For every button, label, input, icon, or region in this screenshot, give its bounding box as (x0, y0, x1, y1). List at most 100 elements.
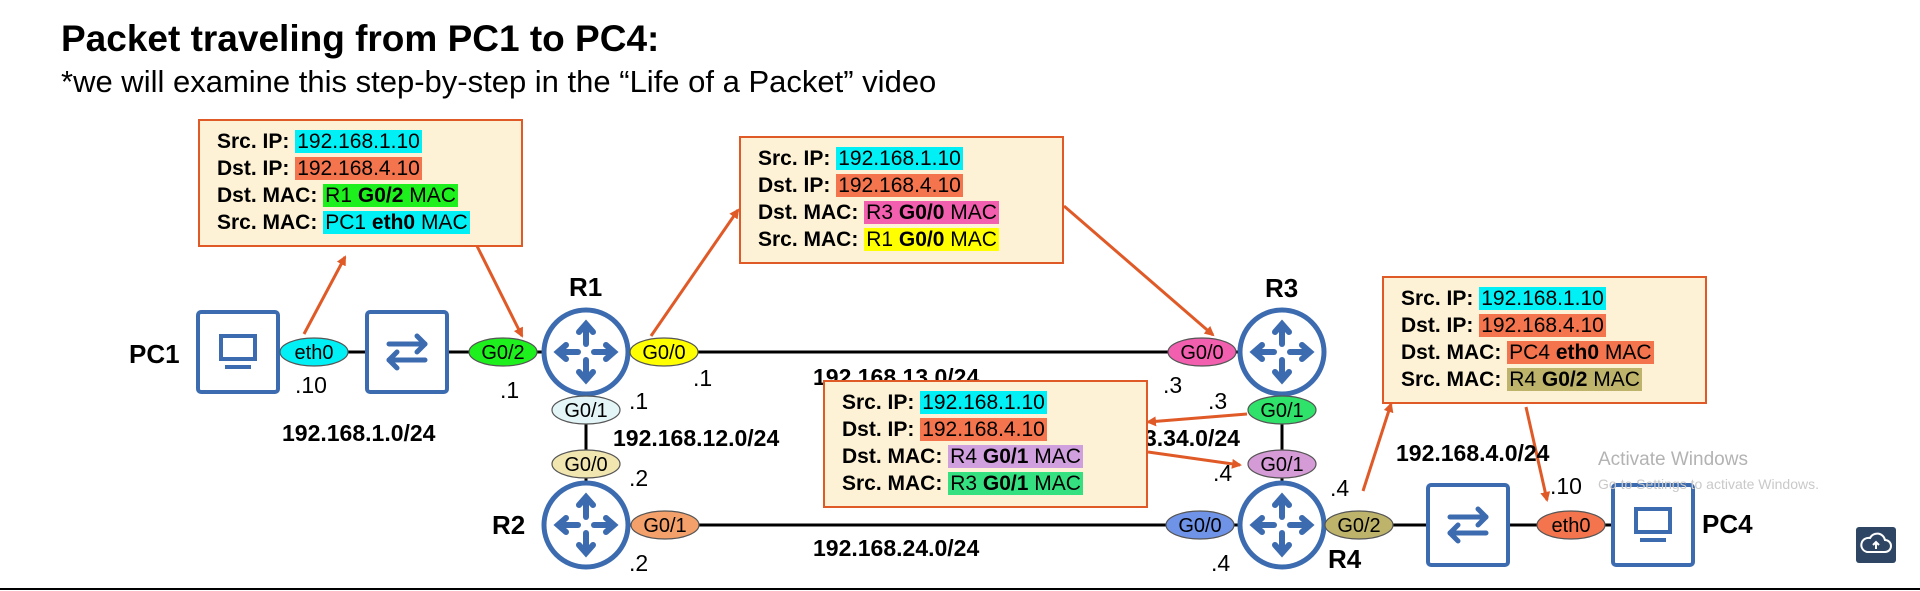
r3-label: R3 (1265, 273, 1299, 303)
r1-router-icon (544, 310, 628, 394)
if-pc4-eth0-label: eth0 (1552, 515, 1591, 537)
hostid-r3-g00: .3 (1163, 372, 1183, 398)
pc1-icon (196, 310, 280, 394)
arrows (302, 204, 1551, 502)
dst-ip-label: Dst. IP: (842, 418, 915, 441)
hostid-pc1: .10 (295, 372, 327, 398)
if-pc4-eth0: eth0 (1536, 510, 1606, 540)
dst-mac-label: Dst. MAC: (842, 445, 943, 468)
src-ip-label: Src. IP: (842, 391, 915, 414)
src-ip-label: Src. IP: (758, 147, 831, 170)
if-r4-g00: G0/0 (1165, 510, 1235, 540)
net-192-168-1: 192.168.1.0/24 (282, 420, 436, 446)
hostid-r4-g01: .4 (1213, 460, 1233, 486)
if-r4-g02: G0/2 (1324, 510, 1394, 540)
net-192-168-4: 192.168.4.0/24 (1396, 440, 1550, 466)
dst-mac-value: R1 G0/2 MAC (323, 184, 458, 207)
dst-mac-value: PC4 eth0 MAC (1507, 341, 1654, 364)
src-mac-label: Src. MAC: (758, 228, 859, 251)
src-mac-label: Src. MAC: (1401, 368, 1502, 391)
r4-router-icon (1240, 483, 1324, 567)
hostid-r2-g00: .2 (629, 465, 649, 491)
header-box-2: Src. IP: 192.168.1.10 Dst. IP: 192.168.4… (739, 136, 1064, 264)
header-box-4: Src. IP: 192.168.1.10 Dst. IP: 192.168.4… (1382, 276, 1707, 404)
header-box-1: Src. IP: 192.168.1.10 Dst. IP: 192.168.4… (198, 119, 523, 247)
switch4-icon (1428, 485, 1508, 565)
header-box-3: Src. IP: 192.168.1.10 Dst. IP: 192.168.4… (823, 380, 1148, 508)
dst-mac-label: Dst. MAC: (1401, 341, 1502, 364)
interfaces: eth0 G0/2 G0/0 G0/1 G0/0 G0/1 G0/0 G0/1 … (279, 337, 1606, 540)
src-mac-value: R4 G0/2 MAC (1507, 368, 1642, 391)
src-mac-value: R3 G0/1 MAC (948, 472, 1083, 495)
dst-mac-value: R3 G0/0 MAC (864, 201, 999, 224)
if-r3-g01: G0/1 (1247, 395, 1317, 425)
if-r4-g01-label: G0/1 (1260, 454, 1303, 476)
hostid-r4-g02: .4 (1330, 475, 1350, 501)
r2-router-icon (544, 483, 628, 567)
arrow-5 (1146, 412, 1248, 427)
src-mac-label: Src. MAC: (217, 211, 318, 234)
src-ip-value: 192.168.1.10 (1479, 287, 1606, 310)
r2-label: R2 (492, 510, 526, 540)
dst-ip-value: 192.168.4.10 (836, 174, 963, 197)
if-r1-g00-label: G0/0 (642, 342, 685, 364)
if-r2-g00: G0/0 (551, 449, 621, 479)
src-ip-label: Src. IP: (1401, 287, 1474, 310)
if-pc1-eth0-label: eth0 (295, 342, 334, 364)
arrow-4 (1063, 204, 1215, 337)
arrow-8 (1524, 406, 1551, 502)
r1-label: R1 (569, 272, 603, 302)
if-r1-g01-label: G0/1 (564, 400, 607, 422)
cloud-icon[interactable] (1856, 527, 1896, 563)
dst-mac-label: Dst. MAC: (217, 184, 318, 207)
net-3-34: 3.34.0/24 (1144, 425, 1240, 451)
hostid-r1-g01: .1 (629, 388, 649, 414)
dst-ip-label: Dst. IP: (217, 157, 290, 180)
switch1-icon (367, 312, 447, 392)
page-subtitle: *we will examine this step-by-step in th… (61, 64, 937, 99)
activate-windows-subtitle: Go to Settings to activate Windows. (1598, 476, 1819, 492)
arrow-1 (302, 255, 347, 335)
src-ip-value: 192.168.1.10 (295, 130, 422, 153)
if-r4-g02-label: G0/2 (1337, 515, 1380, 537)
arrow-6 (1147, 450, 1242, 469)
if-pc1-eth0: eth0 (279, 337, 349, 367)
activate-windows-title: Activate Windows (1598, 449, 1748, 470)
hostid-r4-g00: .4 (1211, 550, 1231, 576)
dst-mac-value: R4 G0/1 MAC (948, 445, 1083, 468)
dst-ip-value: 192.168.4.10 (920, 418, 1047, 441)
if-r4-g00-label: G0/0 (1178, 515, 1221, 537)
dst-ip-value: 192.168.4.10 (295, 157, 422, 180)
arrow-7 (1361, 402, 1394, 492)
dst-ip-label: Dst. IP: (758, 174, 831, 197)
if-r3-g00: G0/0 (1167, 337, 1237, 367)
net-192-168-24: 192.168.24.0/24 (813, 535, 980, 561)
if-r3-g01-label: G0/1 (1260, 400, 1303, 422)
dst-ip-label: Dst. IP: (1401, 314, 1474, 337)
if-r3-g00-label: G0/0 (1180, 342, 1223, 364)
src-ip-value: 192.168.1.10 (920, 391, 1047, 414)
if-r2-g00-label: G0/0 (564, 454, 607, 476)
dst-mac-label: Dst. MAC: (758, 201, 859, 224)
pc4-icon (1611, 483, 1695, 567)
page-title: Packet traveling from PC1 to PC4: (61, 18, 660, 59)
if-r1-g02: G0/2 (468, 337, 538, 367)
src-mac-label: Src. MAC: (842, 472, 943, 495)
src-mac-value: R1 G0/0 MAC (864, 228, 999, 251)
hostid-r1-g00: .1 (693, 365, 713, 391)
src-ip-value: 192.168.1.10 (836, 147, 963, 170)
src-ip-label: Src. IP: (217, 130, 290, 153)
if-r1-g01: G0/1 (551, 395, 621, 425)
if-r2-g01-label: G0/1 (643, 515, 686, 537)
pc4-label: PC4 (1702, 509, 1753, 539)
r3-router-icon (1240, 310, 1324, 394)
if-r4-g01: G0/1 (1247, 449, 1317, 479)
if-r1-g02-label: G0/2 (481, 342, 524, 364)
hostid-r1-g02: .1 (500, 377, 520, 403)
if-r2-g01: G0/1 (630, 510, 700, 540)
r4-label: R4 (1328, 544, 1362, 574)
hostid-pc4: .10 (1550, 473, 1582, 499)
arrow-2 (475, 245, 524, 338)
net-192-168-12: 192.168.12.0/24 (613, 425, 780, 451)
